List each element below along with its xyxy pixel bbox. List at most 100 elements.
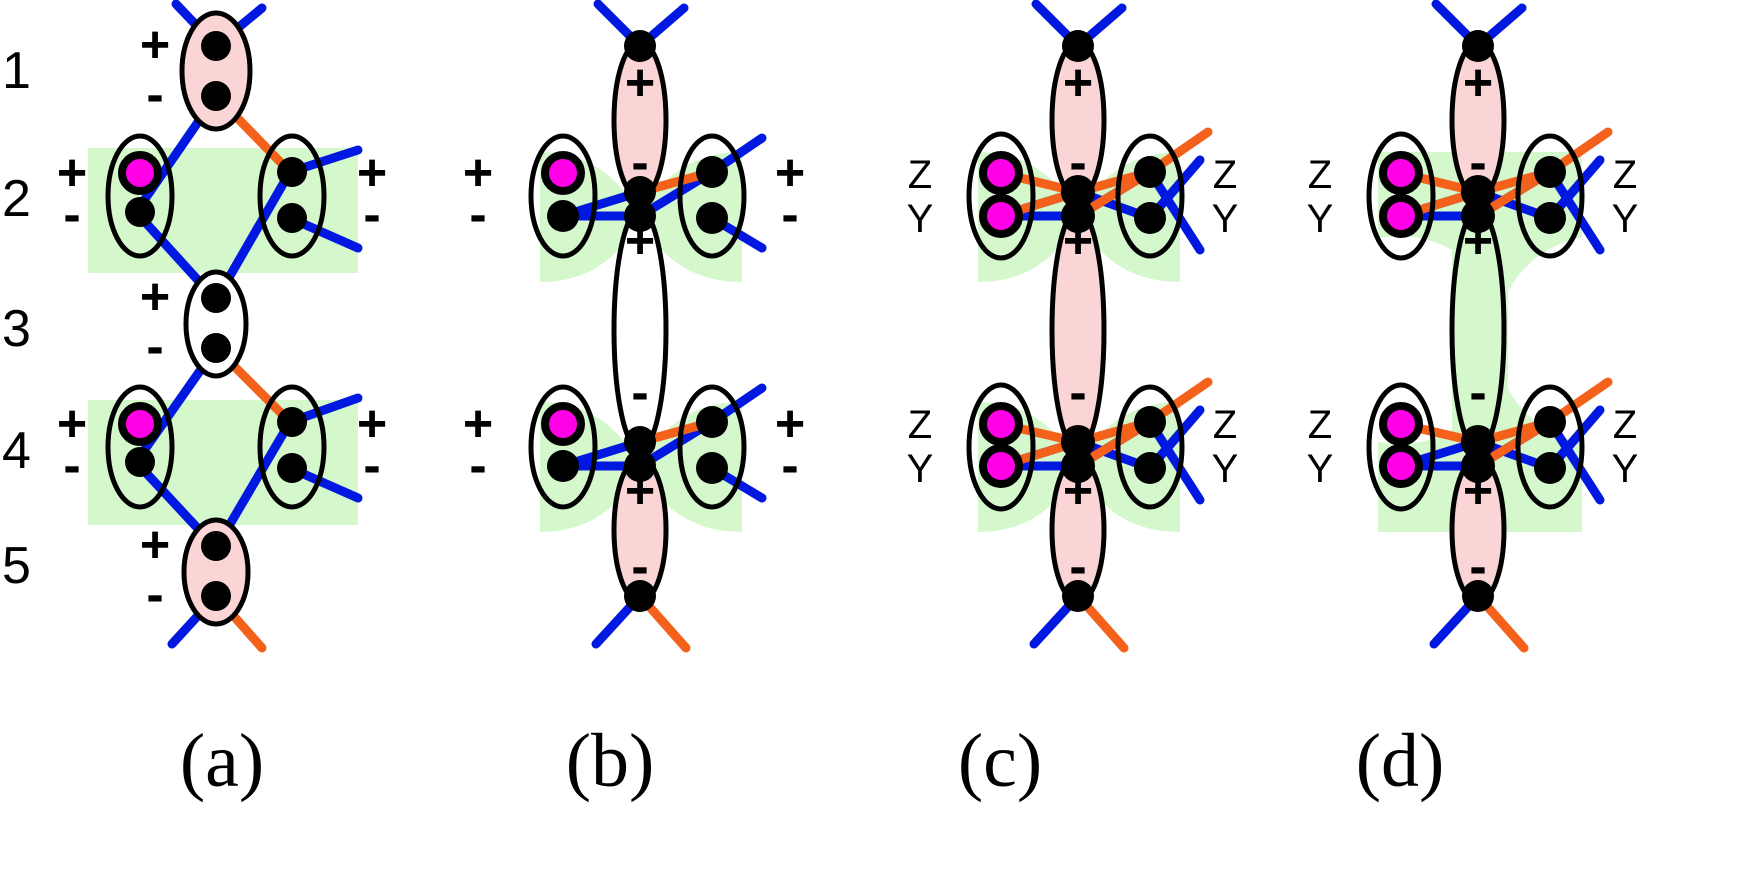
node xyxy=(1062,30,1094,62)
node xyxy=(547,200,579,232)
left-ellipse-row4-b xyxy=(528,384,598,510)
panel-a: + - + - + - + - + - + - + - (a) xyxy=(57,0,387,803)
node-magenta xyxy=(1379,444,1423,488)
sign-plus: + xyxy=(775,144,805,202)
node xyxy=(1134,202,1166,234)
node-magenta xyxy=(979,151,1023,195)
sign-plus: + xyxy=(625,462,655,520)
sign-plus: + xyxy=(463,395,493,453)
node xyxy=(1134,156,1166,188)
node xyxy=(201,581,231,611)
node xyxy=(1534,156,1566,188)
node-magenta xyxy=(118,402,162,446)
label-y: Y xyxy=(1612,447,1639,491)
node xyxy=(1061,199,1095,233)
panel-label-a: (a) xyxy=(180,719,264,803)
node xyxy=(1461,175,1495,209)
node-magenta xyxy=(1379,194,1423,238)
label-z: Z xyxy=(1308,403,1332,447)
sign-plus: + xyxy=(463,144,493,202)
node xyxy=(201,333,231,363)
node xyxy=(1534,452,1566,484)
node xyxy=(277,157,307,187)
sign-minus: - xyxy=(363,437,380,495)
sign-minus: - xyxy=(781,186,798,244)
nodes-b xyxy=(541,30,728,612)
left-ellipse-row2-c xyxy=(966,131,1036,261)
panel-label-c: (c) xyxy=(958,719,1042,803)
sign-minus: - xyxy=(631,134,648,192)
sign-plus: + xyxy=(1463,212,1493,270)
left-ellipse-row4-a xyxy=(105,384,175,510)
nodes-c xyxy=(979,30,1166,612)
node-magenta xyxy=(541,402,585,446)
sign-minus: - xyxy=(1069,538,1086,596)
node xyxy=(201,283,231,313)
sign-plus: + xyxy=(57,395,87,453)
node-magenta xyxy=(979,194,1023,238)
node-magenta xyxy=(1379,151,1423,195)
middle-ellipse-row5-a xyxy=(181,517,251,627)
right-ellipse-row4-c xyxy=(1115,384,1185,510)
node xyxy=(1534,406,1566,438)
label-y: Y xyxy=(1307,197,1334,241)
sign-minus: - xyxy=(146,318,163,376)
row-label-3: 3 xyxy=(2,300,31,358)
node-magenta xyxy=(979,402,1023,446)
right-ellipse-row2-a xyxy=(257,133,327,259)
sign-plus: + xyxy=(357,395,387,453)
label-z: Z xyxy=(1213,403,1237,447)
node xyxy=(277,407,307,437)
sign-minus: - xyxy=(1469,538,1486,596)
node xyxy=(1462,580,1494,612)
sign-minus: - xyxy=(781,437,798,495)
sign-labels-c: + - + - + - Z Y Z Y Z Y Z Y xyxy=(907,54,1239,596)
node xyxy=(624,450,656,482)
node xyxy=(1461,199,1495,233)
node xyxy=(624,580,656,612)
node xyxy=(1062,580,1094,612)
sign-minus: - xyxy=(63,186,80,244)
node-magenta xyxy=(979,444,1023,488)
sign-plus: + xyxy=(140,16,170,74)
node xyxy=(624,30,656,62)
sign-minus: - xyxy=(146,566,163,624)
node xyxy=(277,453,307,483)
node-magenta xyxy=(118,151,162,195)
node xyxy=(201,531,231,561)
node xyxy=(1461,425,1495,459)
sign-plus: + xyxy=(1463,54,1493,112)
row-label-1: 1 xyxy=(2,42,31,100)
right-ellipse-row4-d xyxy=(1515,384,1585,510)
sign-labels-a: + - + - + - + - + - + - + - xyxy=(57,16,387,624)
node xyxy=(624,426,656,458)
right-ellipse-row2-c xyxy=(1115,133,1185,259)
sign-minus: - xyxy=(469,437,486,495)
node xyxy=(125,197,155,227)
label-y: Y xyxy=(1307,447,1334,491)
left-ellipse-row4-d xyxy=(1366,382,1436,512)
sign-minus: - xyxy=(1469,364,1486,422)
sign-minus: - xyxy=(363,186,380,244)
middle-ellipse-row1-a xyxy=(179,10,253,132)
node-magenta xyxy=(541,151,585,195)
sign-plus: + xyxy=(140,516,170,574)
label-z: Z xyxy=(1613,403,1637,447)
node xyxy=(696,202,728,234)
node xyxy=(624,200,656,232)
right-ellipse-row4-b xyxy=(677,384,747,510)
node xyxy=(201,81,231,111)
sign-plus: + xyxy=(357,144,387,202)
node xyxy=(1462,30,1494,62)
panel-d: + - + - + - Z Y Z Y Z Y Z Y (d) xyxy=(1296,0,1704,803)
sign-plus: + xyxy=(625,54,655,112)
label-z: Z xyxy=(1213,153,1237,197)
nodes-a xyxy=(118,31,307,611)
left-ellipse-row2-b xyxy=(528,133,598,259)
node xyxy=(696,156,728,188)
sign-minus: - xyxy=(631,538,648,596)
label-z: Z xyxy=(1308,153,1332,197)
sign-plus: + xyxy=(140,268,170,326)
node xyxy=(125,447,155,477)
